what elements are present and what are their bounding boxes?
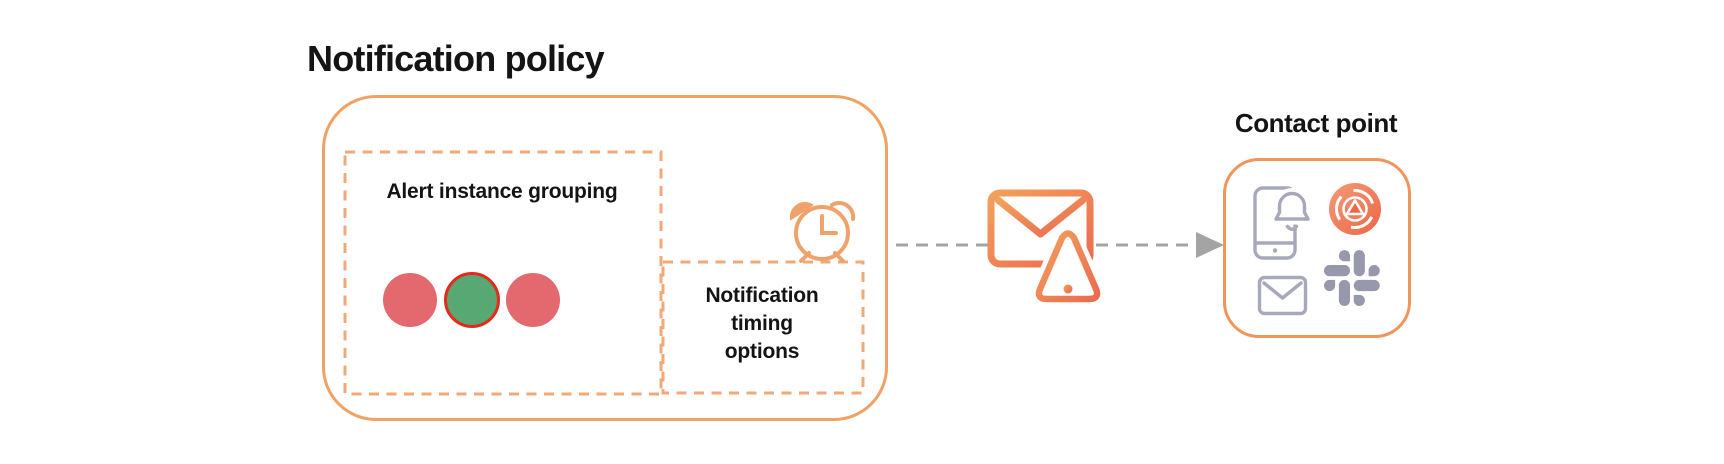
grafana-oncall-icon bbox=[1329, 183, 1381, 235]
alert-instance-dot-grouped bbox=[444, 272, 500, 328]
timing-options-box bbox=[661, 260, 865, 395]
alert-instance-dot bbox=[383, 273, 437, 327]
alarm-clock-icon bbox=[789, 201, 856, 263]
notification-policy-box bbox=[322, 95, 888, 421]
alert-grouping-label: Alert instance grouping bbox=[386, 180, 618, 203]
email-alert-icon bbox=[987, 189, 1106, 307]
alert-instance-dot bbox=[506, 273, 560, 327]
alert-grouping-box bbox=[343, 150, 663, 396]
timing-options-label: Notification timing options bbox=[705, 284, 819, 363]
slack-icon bbox=[1324, 250, 1380, 306]
notification-policy-title: Notification policy bbox=[307, 38, 605, 79]
email-icon bbox=[1257, 275, 1308, 316]
contact-point-title: Contact point bbox=[1234, 108, 1398, 138]
mobile-push-icon bbox=[1253, 186, 1314, 260]
